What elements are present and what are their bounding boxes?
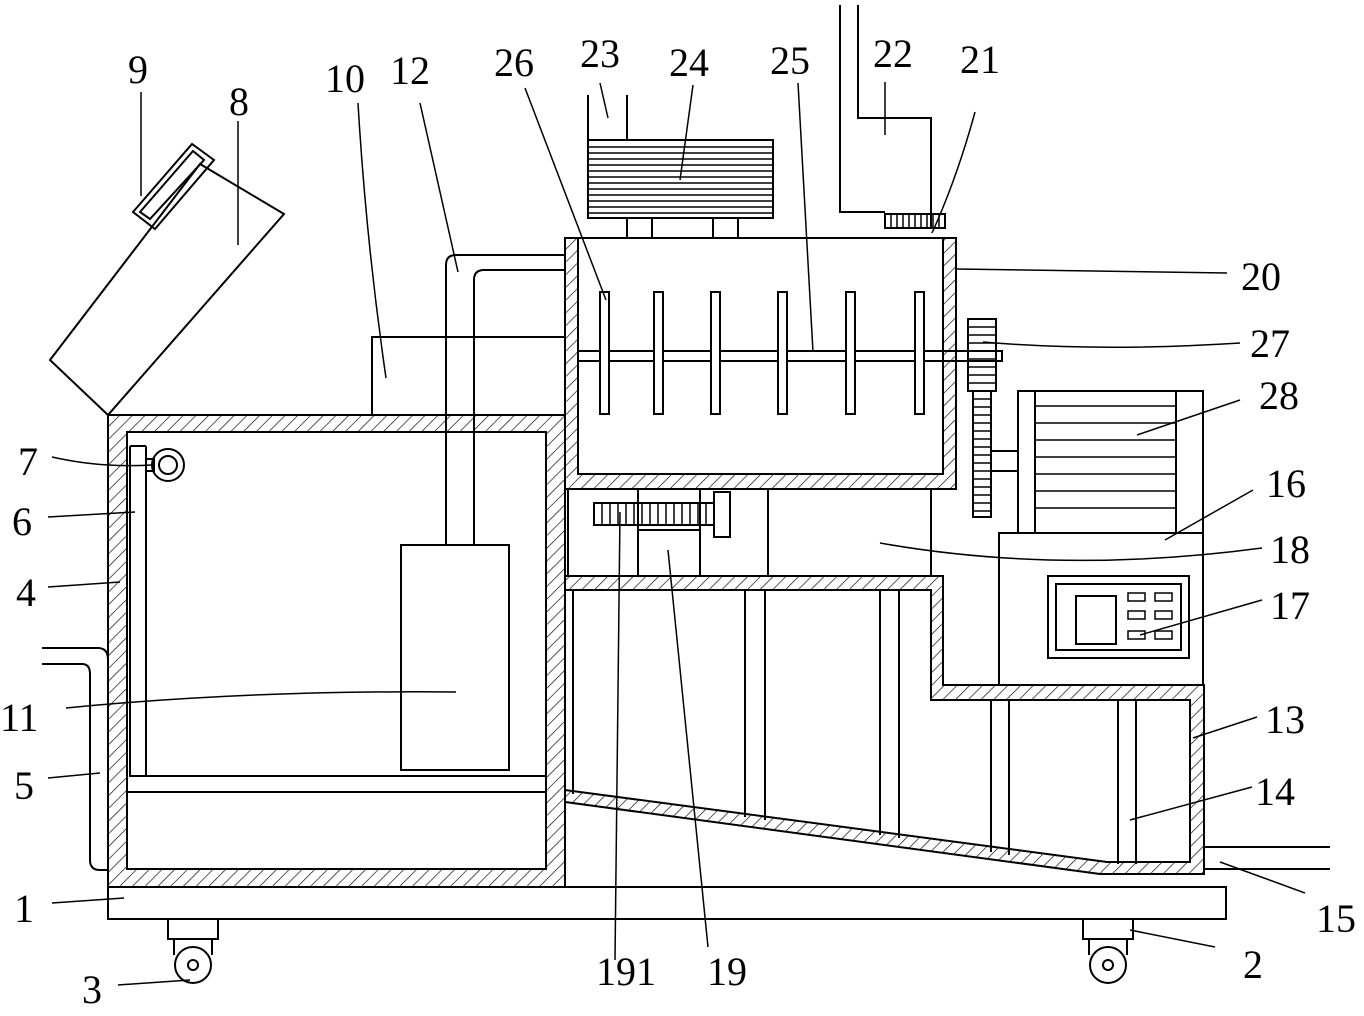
pipe-12 — [445, 254, 565, 545]
label-6: 6 — [12, 499, 32, 544]
label-9: 9 — [128, 47, 148, 92]
wheel-left — [167, 918, 219, 984]
label-17: 17 — [1270, 583, 1310, 628]
label-2: 2 — [1243, 942, 1263, 987]
part-labels: 1 2 3 4 5 6 7 8 9 10 11 12 13 14 15 16 1… — [0, 31, 1356, 1012]
label-7: 7 — [18, 439, 38, 484]
outlet-15 — [1204, 846, 1330, 870]
pump-11 — [400, 544, 510, 771]
stirring-shaft-25 — [577, 291, 1003, 415]
top-motor-24 — [587, 139, 774, 239]
label-10: 10 — [325, 56, 365, 101]
wheel-right — [1082, 918, 1134, 984]
label-15: 15 — [1316, 896, 1356, 941]
side-pipe — [42, 647, 109, 871]
label-1: 1 — [14, 886, 34, 931]
mixing-tank-20 — [564, 237, 957, 490]
side-motor-28 — [1017, 390, 1204, 534]
label-16: 16 — [1266, 461, 1306, 506]
label-12: 12 — [390, 48, 430, 93]
label-24: 24 — [669, 40, 709, 85]
control-box-16 — [998, 532, 1204, 686]
lower-chamber-13 — [564, 575, 1205, 875]
label-27: 27 — [1250, 321, 1290, 366]
pipe-23 — [587, 95, 628, 140]
label-14: 14 — [1255, 769, 1295, 814]
label-22: 22 — [873, 31, 913, 76]
label-13: 13 — [1265, 697, 1305, 742]
label-21: 21 — [960, 37, 1000, 82]
left-tank-shell — [107, 414, 566, 888]
label-26: 26 — [494, 40, 534, 85]
gear-191 — [593, 491, 731, 538]
label-5: 5 — [14, 763, 34, 808]
label-3: 3 — [82, 967, 102, 1012]
leader-lines — [47, 82, 1306, 986]
chamber-dividers — [744, 590, 1137, 864]
feed-hopper — [48, 142, 286, 417]
label-4: 4 — [16, 570, 36, 615]
top-box-10 — [371, 336, 566, 416]
label-18: 18 — [1270, 527, 1310, 572]
valve-7 — [151, 448, 185, 482]
label-23: 23 — [580, 31, 620, 76]
label-28: 28 — [1259, 373, 1299, 418]
label-19: 19 — [707, 949, 747, 994]
label-8: 8 — [229, 79, 249, 124]
pipe-22 — [839, 5, 932, 228]
control-panel-17 — [1047, 575, 1190, 659]
label-20: 20 — [1241, 254, 1281, 299]
label-191: 191 — [596, 949, 656, 994]
gear-27 — [967, 318, 1018, 518]
label-25: 25 — [770, 38, 810, 83]
inner-filter-frame — [129, 445, 546, 777]
gear-21 — [884, 213, 946, 229]
support-frame-18 — [567, 489, 932, 576]
label-11: 11 — [0, 695, 39, 740]
base-plate — [107, 886, 1227, 920]
